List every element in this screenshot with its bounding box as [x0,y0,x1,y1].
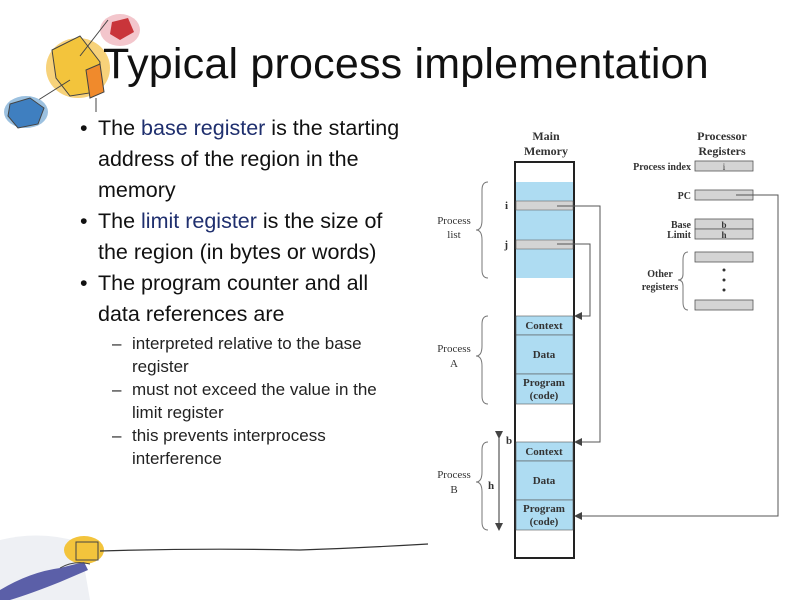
process-index-label: Process index [633,162,691,173]
bullet-text: is the starting address of the region in… [98,116,400,202]
other-registers-label: registers [642,282,679,293]
bullet-item: • The base register is the starting addr… [76,113,406,206]
process-a-program [515,373,574,405]
process-b-data [515,460,574,501]
highlight-term: base register [141,116,266,140]
bullet-item: • The program counter and all data refer… [76,268,406,330]
process-index-register [694,160,754,172]
process-a-label: A [450,358,458,370]
main-memory-label: Main [532,129,560,143]
main-memory-label: Memory [524,144,568,158]
process-a-label: Process [437,343,471,355]
pointer-i-label: i [505,200,508,212]
pointer-j-arrow [557,243,591,320]
pointer-i-arrow [557,205,601,446]
bullet-text: is the size of the region (in bytes or w… [98,209,383,264]
process-list-label: list [447,229,460,241]
process-b-brace [475,441,489,531]
other-register-bottom [694,299,754,311]
program-label: Program [523,503,565,515]
sub-bullet-list: –interpreted relative to the base regist… [76,332,406,470]
process-index-value: i [723,162,726,172]
ellipsis-dot [722,288,726,292]
data-label: Data [533,475,556,487]
bullet-text: The [98,209,142,233]
processor-registers-label: Processor [697,129,747,143]
bullet-text: The program counter and all data referen… [98,271,369,326]
sub-bullet-item: –interpreted relative to the base regist… [76,332,406,378]
process-b-program [515,499,574,531]
limit-register [694,228,754,240]
process-b-label: B [450,484,457,496]
bullet-item: • The limit register is the size of the … [76,206,406,268]
processor-registers-label: Registers [698,144,746,158]
other-register-top [694,251,754,263]
process-list-label: Process [437,215,471,227]
limit-label: Limit [667,230,692,241]
context-label: Context [525,320,563,332]
bullet-glyph: • [80,271,88,295]
ellipsis-dot [722,268,726,272]
base-value: b [721,220,726,230]
bullet-text: The [98,116,142,140]
process-a-brace [475,315,489,405]
process-b-label: Process [437,469,471,481]
bullet-glyph: • [80,116,88,140]
sub-bullet-text: this prevents interprocess interference [132,426,326,468]
bullet-list: • The base register is the starting addr… [76,113,406,470]
highlight-term: limit register [141,209,257,233]
limit-value: h [721,230,726,240]
sub-bullet-item: –this prevents interprocess interference [76,424,406,470]
sub-bullet-text: must not exceed the value in the limit r… [132,380,377,422]
bullet-glyph: • [80,209,88,233]
program-label: (code) [530,390,559,402]
pc-label: PC [678,191,691,202]
ellipsis-dot [722,278,726,282]
base-label: Base [671,220,692,231]
data-label: Data [533,349,556,361]
pc-arrow [574,194,779,520]
sub-bullet-text: interpreted relative to the base registe… [132,334,362,376]
sub-bullet-item: –must not exceed the value in the limit … [76,378,406,424]
dash-glyph: – [112,380,122,399]
program-label: (code) [530,516,559,528]
marker-b-label: b [506,435,512,447]
process-list-block [516,182,573,278]
slide-title: Typical process implementation [103,40,709,88]
marker-h-label: h [488,480,494,492]
cubes-clipart-icon [4,14,140,129]
other-registers-brace [677,251,689,311]
other-registers-label: Other [647,269,673,280]
hand-holding-box-clipart-icon [0,535,429,600]
program-label: Program [523,377,565,389]
memory-diagram: Main Memory i j Context Data Program (co… [437,129,779,559]
dash-glyph: – [112,334,122,353]
dash-glyph: – [112,426,122,445]
process-list-brace [475,181,489,279]
context-label: Context [525,446,563,458]
pointer-j-label: j [503,239,508,251]
